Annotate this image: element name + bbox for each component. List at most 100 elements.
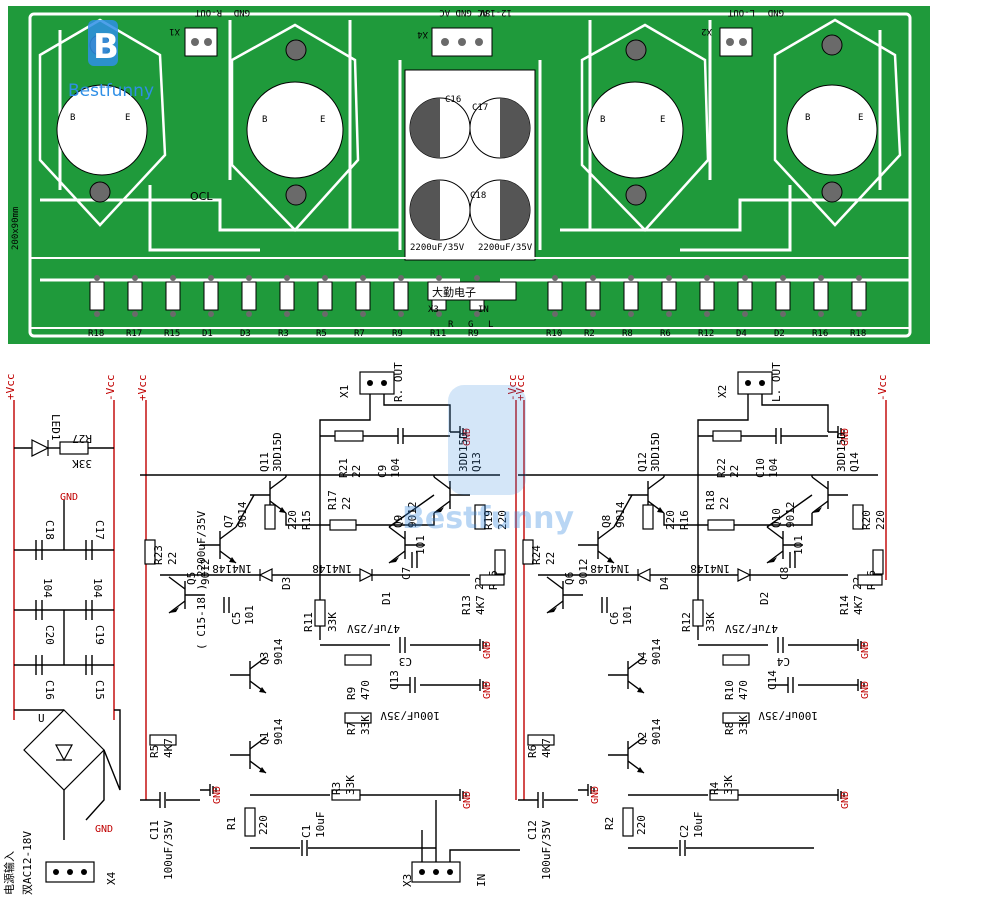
pcb-pad: [856, 311, 862, 317]
schematic-label: R21: [337, 458, 350, 478]
schematic-label: R9: [345, 687, 358, 700]
pcb-label: AC GND AC: [439, 7, 488, 17]
pcb-ref-label: R16: [812, 329, 828, 339]
emitter-arrow: [169, 607, 179, 613]
wire: [787, 677, 794, 693]
wire: [168, 576, 186, 614]
wire: [848, 639, 865, 651]
schematic-label: 22: [166, 552, 179, 565]
bridge-label: U: [38, 712, 45, 725]
schematic-label: C2: [678, 825, 691, 838]
schematic-label: 33K: [722, 775, 735, 795]
pcb-pad: [94, 275, 100, 281]
schematic-label: 1N4148: [590, 562, 630, 575]
schematic-label: C13: [388, 670, 401, 690]
pcb-resistor: [813, 281, 829, 311]
resistor: [334, 430, 364, 442]
schematic-label: R15: [300, 510, 313, 530]
pcb-resistor: [241, 281, 257, 311]
resistor: [527, 734, 555, 746]
pcb-resistor: [699, 281, 715, 311]
schematic-label: R20: [860, 510, 873, 530]
pcb-connectors: X1 X4 X2: [169, 26, 753, 57]
pcb-input-text: IN: [478, 305, 489, 315]
resistor: [494, 549, 506, 575]
schematic-label: 101: [243, 605, 256, 625]
pcb-filter-caps: 2200uF/35V 2200uF/35V C16 C17 C18: [404, 69, 536, 261]
schematic-label: 100uF/35V: [758, 709, 818, 722]
pcb-ref-label: R18: [850, 329, 866, 339]
pcb-pad: [246, 275, 252, 281]
schematic-label: 220: [496, 510, 509, 530]
resistor: [264, 504, 276, 530]
schematic-label: Q10: [770, 508, 783, 528]
svg-text:E: E: [660, 115, 665, 125]
pcb-ref-label: R9: [468, 329, 479, 339]
logo-text: Bestfunny: [68, 81, 154, 101]
schematic-label: R23: [152, 545, 165, 565]
schematic-label: 9014: [650, 718, 663, 745]
schematic-label: C1: [300, 825, 313, 838]
output-label: R. OUT: [392, 362, 405, 402]
pcb-ref-label: D2: [774, 329, 785, 339]
pcb-pad: [666, 311, 672, 317]
wire: [399, 637, 406, 653]
in-label: IN: [475, 874, 488, 887]
schematic-label: C9: [376, 465, 389, 478]
pcb-pad: [170, 311, 176, 317]
pcb-pad: [628, 275, 634, 281]
pcb-pad: [742, 311, 748, 317]
pcb-ref-label: D3: [240, 329, 251, 339]
schematic-label: R19: [482, 510, 495, 530]
resistor: [331, 789, 361, 801]
emitter-arrow: [279, 507, 286, 513]
output-connector: [359, 371, 395, 395]
wire: [200, 784, 217, 796]
schematic-label: 22: [718, 497, 731, 510]
wire: [766, 526, 784, 564]
r27-name: R27: [72, 432, 92, 445]
gnd-label: GND: [462, 791, 473, 809]
schematic-label: 1N4148: [312, 562, 352, 575]
schematic-label: 220: [257, 815, 270, 835]
pcb-pad: [474, 275, 480, 281]
wire: [828, 426, 845, 438]
pcb-pad: [590, 275, 596, 281]
pcb-ref-label: R15: [164, 329, 180, 339]
gnd-label: GND: [590, 786, 601, 804]
schematic-label: 9012: [199, 559, 212, 586]
schematic-label: 101: [621, 605, 634, 625]
schematic-label: R3: [330, 782, 343, 795]
schematic-label: R24: [530, 545, 543, 565]
resistor: [872, 549, 884, 575]
pcb-resistor: [355, 281, 371, 311]
input-connector: X3 IN: [401, 800, 520, 887]
pcb-pad: [704, 311, 710, 317]
wire: [546, 576, 564, 614]
emitter-arrow: [637, 687, 644, 693]
schematic-label: D1: [380, 592, 393, 605]
schematic-label: 22: [728, 465, 741, 478]
schematic-label: 220: [874, 510, 887, 530]
resistor: [344, 712, 372, 724]
pcb-pad: [360, 275, 366, 281]
pcb-ref-label: R2: [584, 329, 595, 339]
schematic-label: 9014: [650, 638, 663, 665]
schematic-label: 33K: [704, 612, 717, 632]
schematic-label: C12: [526, 820, 539, 840]
resistor: [479, 574, 505, 586]
pcb-resistor: [737, 281, 753, 311]
schematic-label: R8: [723, 722, 736, 735]
resistor: [722, 654, 750, 666]
pcb-resistor: [661, 281, 677, 311]
pcb-pad: [132, 311, 138, 317]
schematic-label: C6: [608, 612, 621, 625]
schematic-label: C10: [754, 458, 767, 478]
resistor: [622, 807, 634, 837]
schematic-label: 10uF: [692, 812, 705, 839]
pcb-ref-label: R6: [660, 329, 671, 339]
schematic-label: Q13: [470, 452, 483, 472]
